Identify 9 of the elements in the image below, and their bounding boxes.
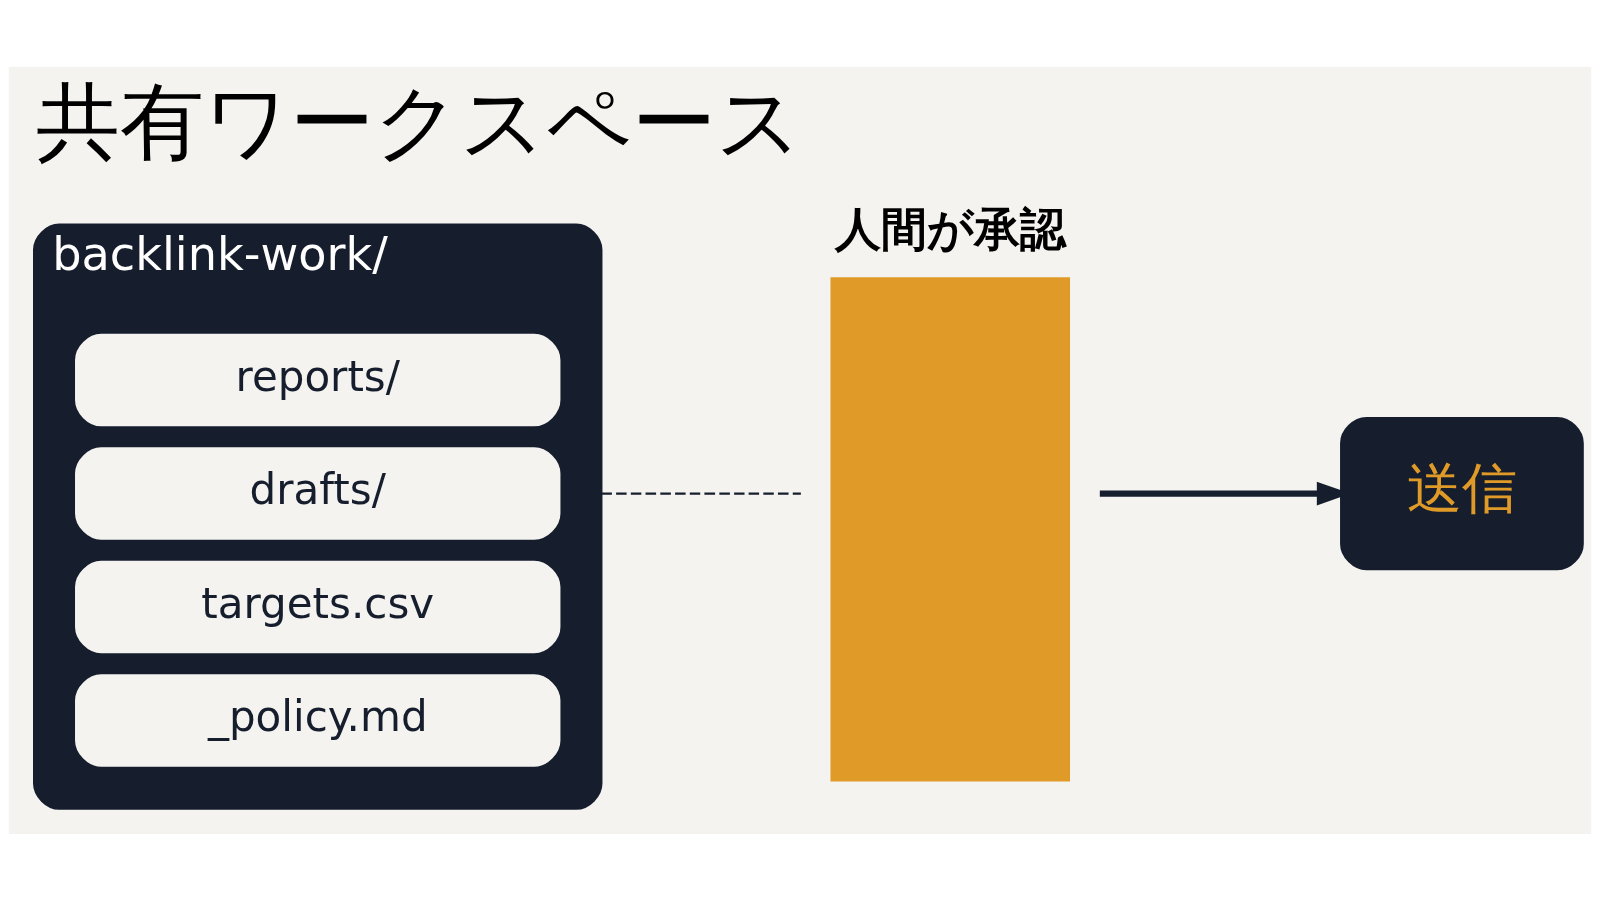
node-box: _policy.md xyxy=(75,673,561,767)
node-box: drafts/ xyxy=(75,446,561,540)
node-box: reports/ xyxy=(75,333,561,426)
connector xyxy=(601,492,801,495)
diagram-title: 共有ワークスペース xyxy=(35,72,802,171)
node-box xyxy=(830,276,1071,781)
node-label: 人間が承認 xyxy=(834,201,1066,256)
node-box: targets.csv xyxy=(75,560,561,653)
node-box: 送信 xyxy=(1340,416,1584,570)
